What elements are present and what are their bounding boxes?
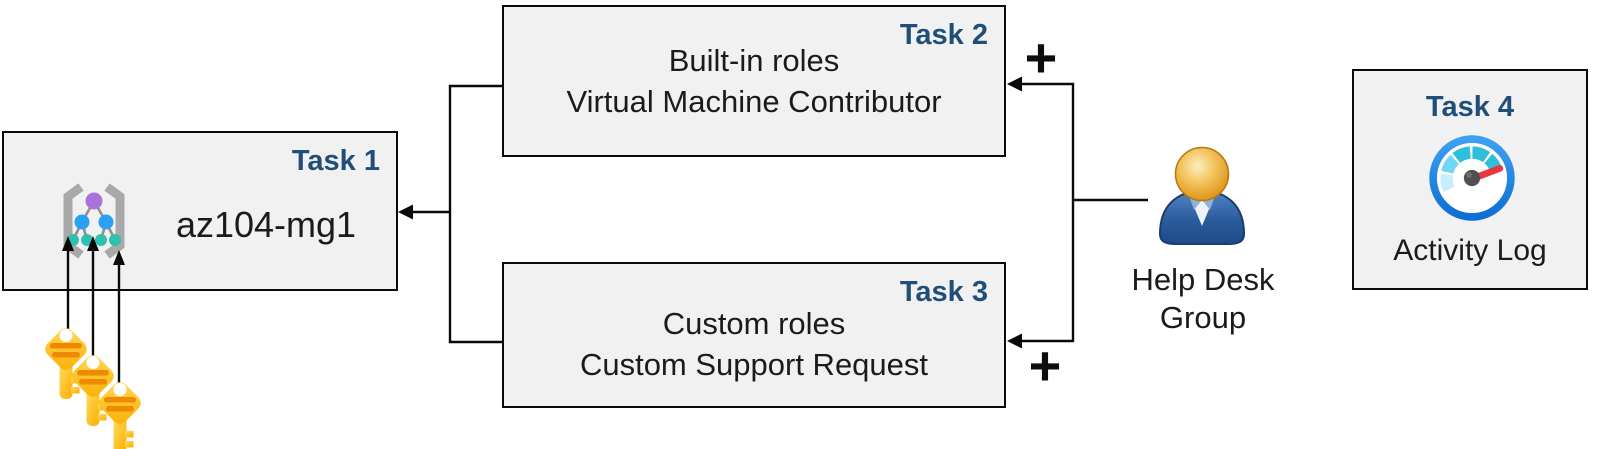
task2-box: Task 2 Built-in roles Virtual Machine Co… — [502, 5, 1006, 157]
gauge-hub — [1463, 169, 1481, 187]
arrowhead-task1 — [398, 204, 413, 220]
task2-line1: Built-in roles — [668, 43, 840, 78]
task2-badge: Task 2 — [899, 19, 988, 51]
gauge-hub-highlight — [1466, 172, 1472, 178]
task3-text: Custom roles Custom Support Request — [504, 303, 1004, 385]
helpdesk-label-line2: Group — [1159, 300, 1247, 335]
task4-label: Activity Log — [1393, 234, 1547, 267]
task2-line2: Virtual Machine Contributor — [566, 84, 942, 119]
task1-label: az104-mg1 — [175, 204, 357, 245]
task3-badge: Task 3 — [899, 276, 988, 308]
task3-box: Task 3 Custom roles Custom Support Reque… — [502, 262, 1006, 408]
right-bracket-connector — [1020, 82, 1075, 343]
left-bracket-connector — [448, 84, 502, 344]
management-group-icon — [63, 183, 125, 259]
helpdesk-label-line1: Help Desk — [1131, 262, 1275, 297]
task4-badge: Task 4 — [1425, 91, 1515, 123]
task4-box: Task 4 Activity Log — [1352, 69, 1588, 290]
task1-badge: Task 1 — [291, 145, 380, 177]
person-head — [1174, 146, 1230, 202]
activity-log-gauge-icon — [1429, 135, 1515, 221]
task2-text: Built-in roles Virtual Machine Contribut… — [504, 40, 1004, 122]
helpdesk-group-label: Help Desk Group — [1093, 261, 1313, 337]
plus-icon-task3: + — [1028, 334, 1062, 397]
person-icon — [1158, 146, 1246, 245]
three-keys-icon — [41, 324, 145, 449]
task1-box: Task 1 az104-mg1 — [2, 131, 398, 291]
task3-line1: Custom roles — [662, 306, 846, 341]
tree-nodes — [67, 192, 121, 246]
task3-line2: Custom Support Request — [579, 347, 929, 382]
plus-icon-task2: + — [1024, 26, 1058, 89]
